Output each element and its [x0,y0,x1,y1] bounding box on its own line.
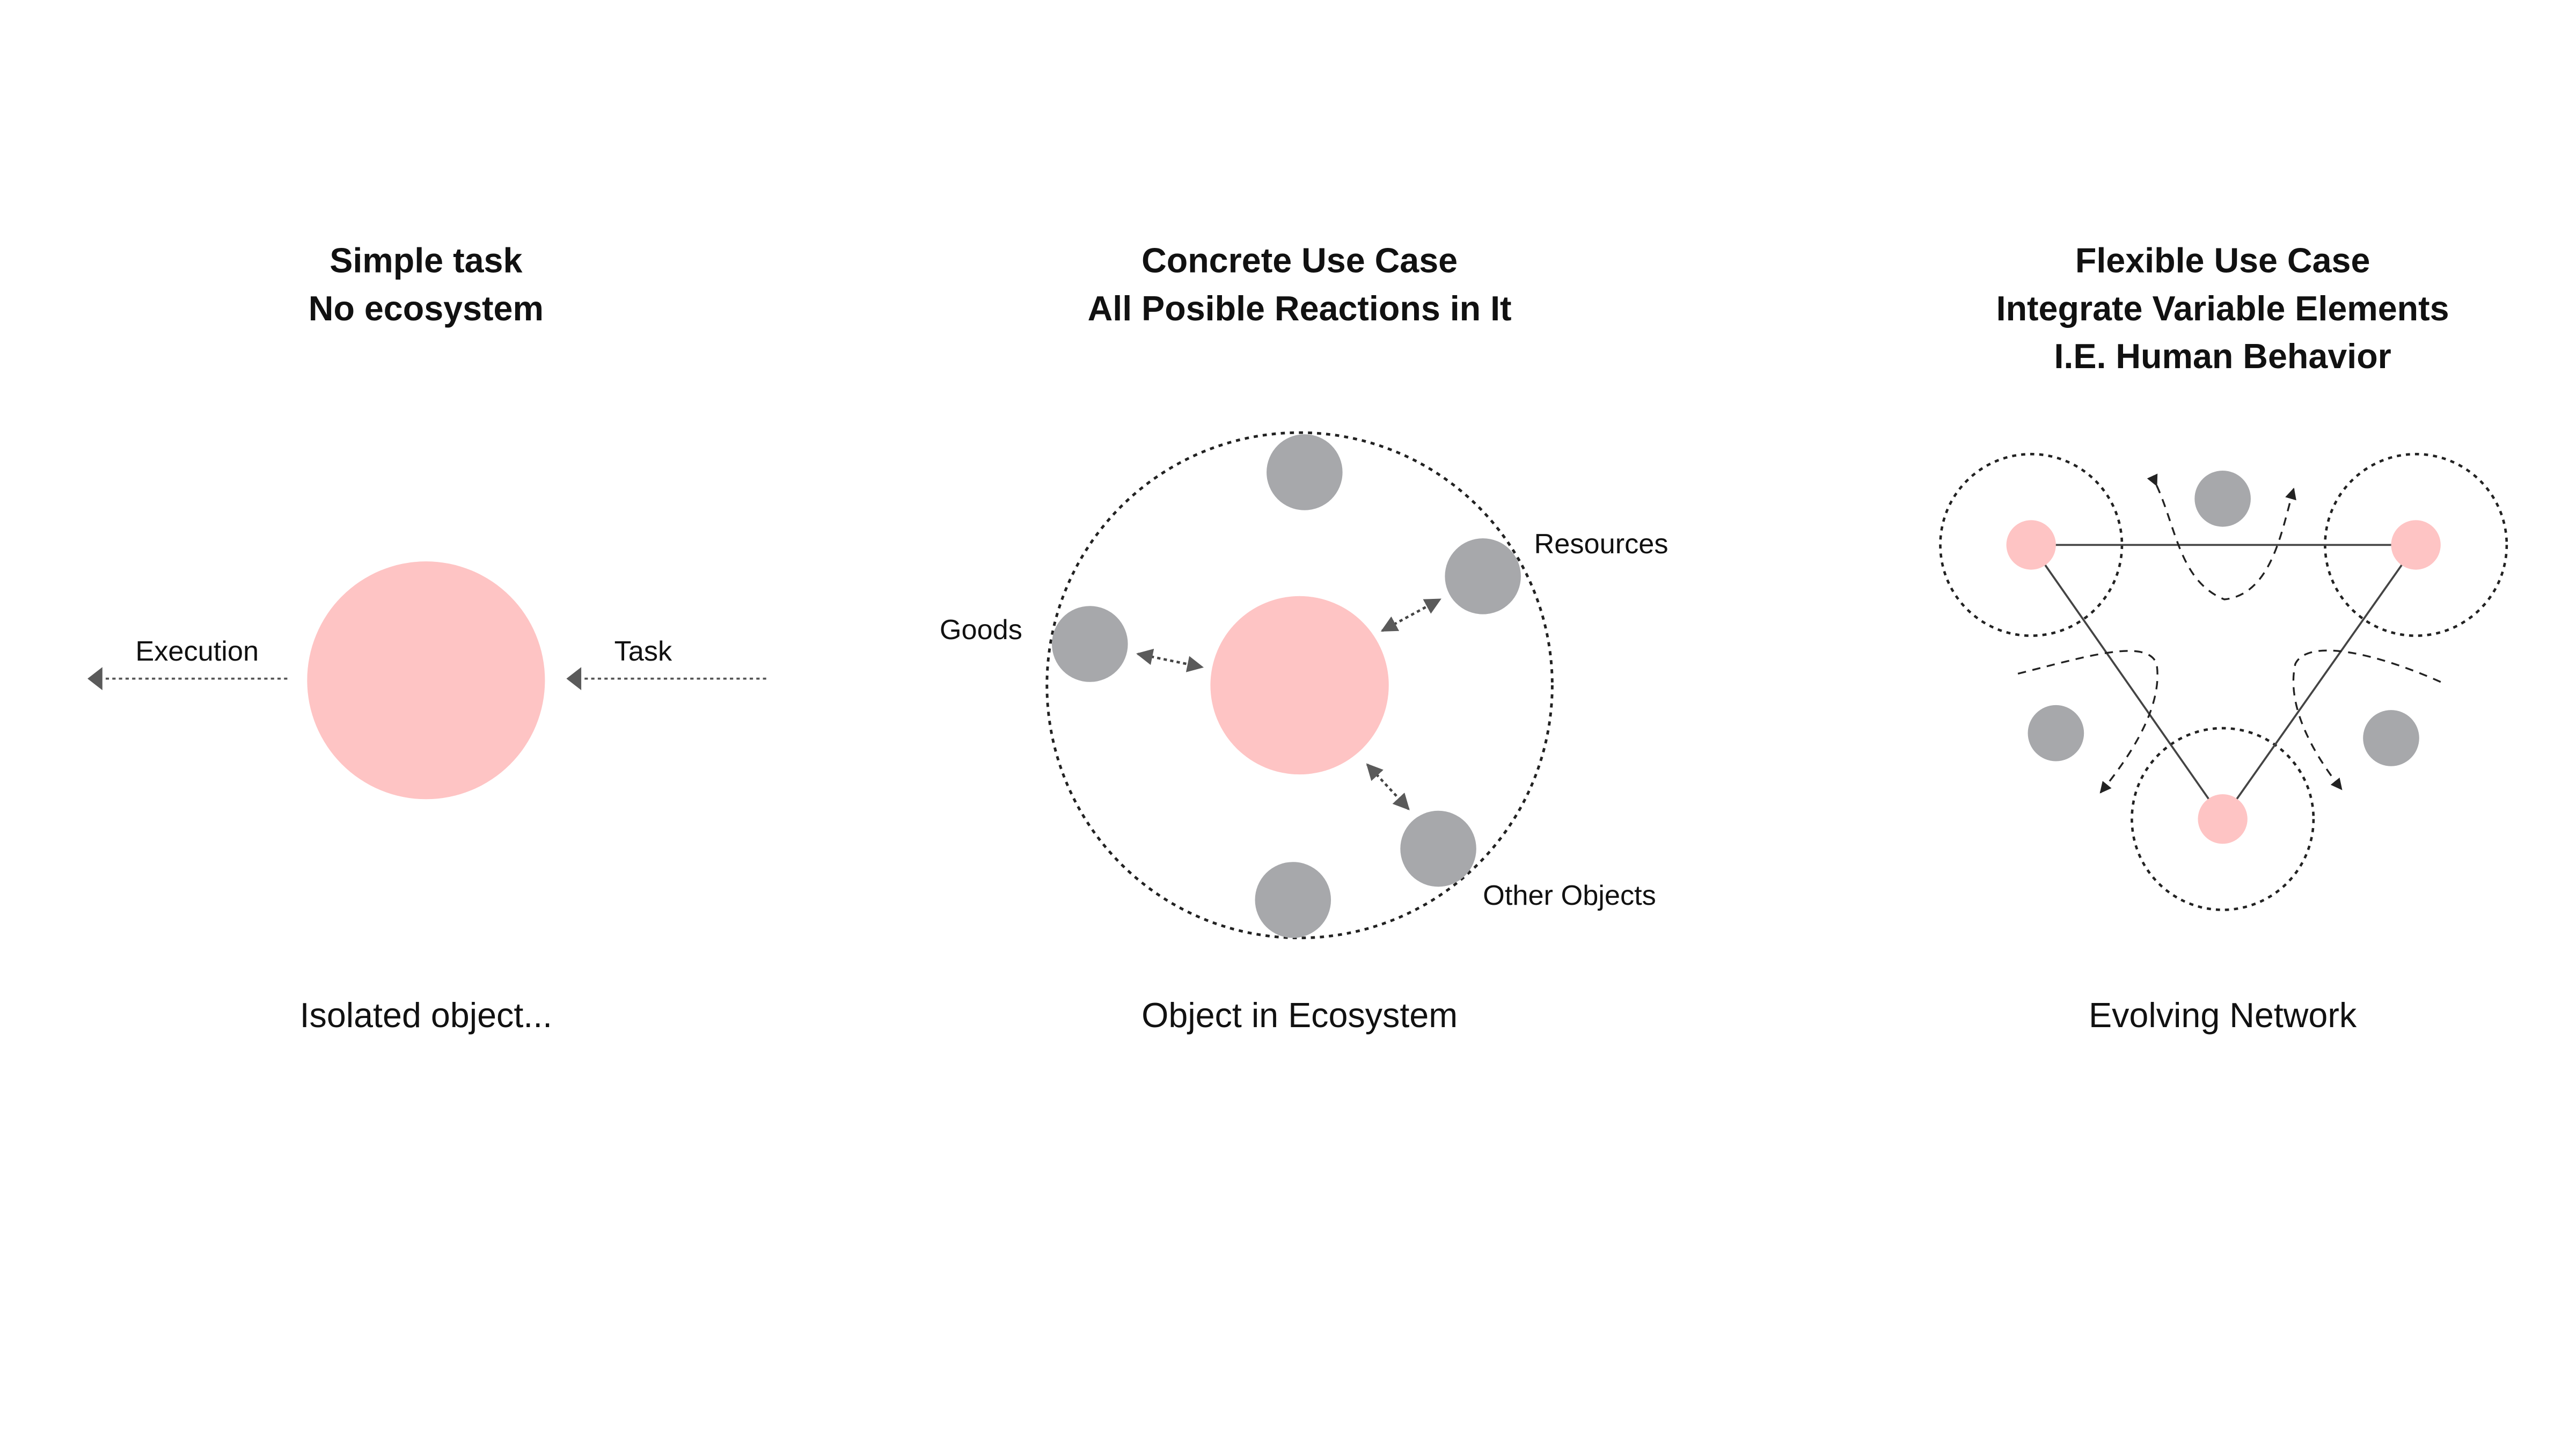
task-arrow [566,667,766,691]
isolated-title-line2: No ecosystem [308,290,544,329]
ecosystem-title-line2: All Posible Reactions in It [1087,290,1512,329]
other-exchange-arrow [1366,763,1410,810]
network-element-left [2028,705,2084,761]
network-node-bottom [2198,794,2248,844]
resources-exchange-arrow [1380,598,1441,632]
isolated-object-circle [307,561,545,800]
network-title: Flexible Use Case Integrate Variable Ele… [1794,238,2576,382]
network-title-line3: I.E. Human Behavior [2054,338,2391,377]
ecosystem-element-resources [1445,538,1521,614]
goods-exchange-arrow [1136,648,1204,672]
ecosystem-boundary [1045,431,1554,940]
ecosystem-title-line1: Concrete Use Case [1141,243,1458,281]
ecosystem-element-top [1267,434,1343,510]
network-title-line2: Integrate Variable Elements [1996,290,2449,329]
ecosystem-element-bottom [1255,862,1331,938]
execution-label: Execution [135,635,259,668]
execution-arrow [87,667,288,691]
network-element-top [2194,470,2251,527]
network-flow-left [2017,650,2158,794]
network-element-right [2363,710,2419,766]
network-link-right [2222,544,2417,820]
isolated-title: Simple task No ecosystem [0,238,855,333]
network-node-left [2006,520,2056,570]
network-title-line1: Flexible Use Case [2075,243,2370,281]
ecosystem-caption: Object in Ecosystem [1141,997,1458,1036]
resources-label: Resources [1534,528,1668,560]
network-node-right [2391,520,2441,570]
network-caption: Evolving Network [2089,997,2357,1036]
network-flow-right [2292,649,2441,790]
other-objects-label: Other Objects [1483,880,1656,912]
task-label: Task [614,635,672,668]
ecosystem-element-other [1400,810,1476,887]
ecosystem-title: Concrete Use Case All Posible Reactions … [870,238,1729,333]
ecosystem-element-goods [1052,606,1128,682]
goods-label: Goods [939,614,1022,646]
isolated-caption: Isolated object... [299,997,553,1036]
ecosystem-central-object [1210,596,1389,775]
isolated-title-line1: Simple task [330,243,523,281]
network-link-left [2030,544,2224,820]
network-flow-top [2147,473,2296,600]
